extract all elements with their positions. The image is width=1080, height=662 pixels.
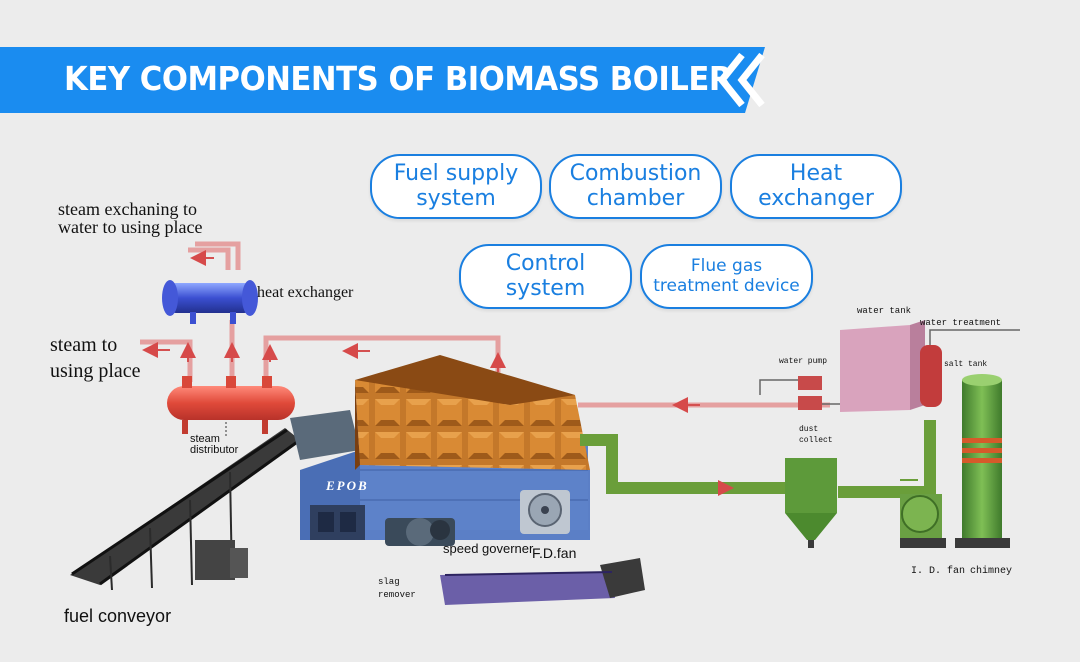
fd-fan-unit [520,490,570,534]
flue-duct [580,420,936,498]
water-tank-unit [840,320,925,412]
label-water-pump: water pump [779,357,828,366]
label-heat-exchanger: heat exchanger [257,284,354,301]
label-water-treatment: water treatment [920,318,1002,328]
label-water-tank: water tank [857,306,912,316]
steam-distributor-unit [167,376,295,436]
label-speed-governer: speed governer [443,541,534,556]
label-fd-fan: F.D.fan [532,545,577,561]
label-dust-collect: dust collect [799,425,833,445]
slag-remover-unit [440,558,645,605]
header-banner [0,47,765,113]
page-title: KEY COMPONENTS OF BIOMASS BOILER [64,59,733,98]
salt-tank-unit [920,345,942,407]
component-combustion-chamber: Combustion chamber [549,154,722,219]
component-heat-exchanger: Heat exchanger [730,154,902,219]
label-chimney: chimney [970,566,1013,577]
component-fuel-supply-system: Fuel supply system [370,154,542,219]
dust-collector-unit [785,458,837,548]
heat-exchanger-unit [162,280,258,324]
label-steam-to-place: steam to using place [50,334,141,382]
label-id-fan: I. D. fan [911,566,966,577]
id-fan-unit [900,494,946,548]
label-fuel-conveyor: fuel conveyor [64,606,172,626]
label-steam-exchange: steam exchaning to water to using place [58,199,203,237]
component-control-system: Control system [459,244,632,309]
label-slag-remover: slag remover [378,577,416,600]
chimney-unit [955,374,1010,548]
label-steam-distributor: steam distributor [190,433,239,456]
fuel-conveyor-unit [70,410,360,591]
speed-governer-unit [385,518,455,546]
label-salt-tank: salt tank [944,360,988,369]
component-flue-gas-treatment: Flue gas treatment device [640,244,813,309]
label-boiler-brand: EPOB [326,478,369,493]
water-pump-unit [798,376,822,410]
